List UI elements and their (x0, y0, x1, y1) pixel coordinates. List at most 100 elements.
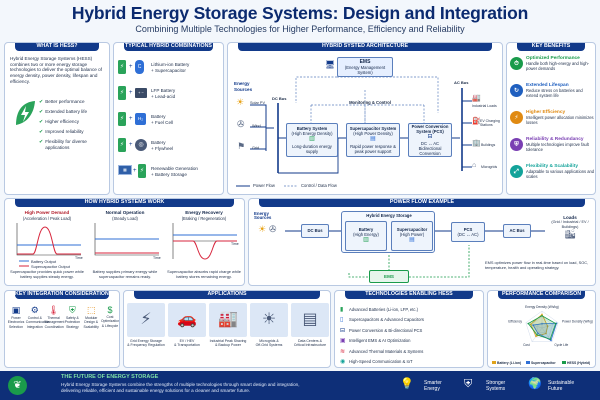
globe-icon: 🌍 (528, 378, 542, 390)
wifi-icon: ◉ (340, 359, 346, 366)
battery-rack-icon: ▥ (309, 136, 315, 143)
plus-icon: + (129, 142, 133, 148)
battery-system-sub: (High Energy Density) (291, 131, 333, 137)
integration-line: Selection (9, 324, 23, 329)
integration-line: Power (11, 316, 21, 320)
benefit-title: Flexibility & Scalability (526, 164, 578, 169)
leaf-icon: ❦ (8, 376, 27, 395)
radar-axis-label: Power Density (W/kg) (562, 320, 593, 324)
technologies-panel: TECHNOLOGIES ENABLING HESS ▮Advanced Bat… (334, 290, 484, 368)
integration-line: Protection (64, 320, 81, 325)
ems-note: EMS optimizes power flow in real-time ba… (485, 260, 589, 270)
capacitor-icon: ▯ (340, 317, 344, 324)
integration-heading: KEY INTEGRATION CONSIDERATIONS (15, 291, 109, 299)
technology-label: Power Conversion & Bi-directional PCS (349, 327, 423, 333)
combination-line2: + Fuel Cell (151, 119, 174, 125)
plus-icon: + (129, 116, 133, 122)
radar-point (554, 322, 557, 325)
flow-pcs-sub: (DC ↔ AC) (457, 232, 479, 237)
thermal-icon: ≋ (340, 348, 346, 355)
radar-legend-swatch (526, 361, 530, 364)
radar-point (550, 339, 552, 342)
chart-caption: Battery supplies primary energy while su… (92, 269, 158, 279)
integration-line: Electronics (7, 320, 25, 325)
benefit-title: Extended Lifespan (526, 83, 569, 88)
chart-subtitle: (Braking / Regeneration) (181, 216, 227, 221)
flow-ac-bus-label: AC Bus (509, 228, 525, 234)
check-icon: ✔ (39, 99, 44, 105)
supercapacitor-icon: ▤ (409, 237, 415, 244)
application-line: Grid Energy Storage (130, 339, 162, 343)
integration-line: Modular (85, 316, 98, 320)
building-icon: 🏢 (472, 140, 481, 147)
wind-turbine-icon: ✇ (269, 224, 277, 234)
application-line: Data Centers & (298, 339, 322, 343)
city-icon: 🏙 (564, 229, 576, 240)
combination-line2: + Battery Storage (151, 171, 187, 177)
load-line (462, 100, 472, 168)
flow-ems-label: EMS (384, 273, 394, 279)
footer-banner: ❦ THE FUTURE OF ENERGY STORAGE Hybrid En… (0, 371, 600, 400)
benefit-desc: Handle both high-energy and high-power d… (526, 61, 590, 72)
cost-icon: $ (107, 305, 113, 315)
power-flow-connectors (285, 230, 545, 278)
thermometer-icon: 🌡 (47, 305, 60, 315)
pcs-box: Power Conversion System (PCS)⊟DC ↔ AC Bi… (408, 123, 452, 157)
flow-battery-sub: (High Energy) (353, 232, 379, 238)
lfp-battery-icon: ⚡ (118, 86, 126, 100)
ev-charger-icon: ⛽ (472, 118, 481, 125)
fuel-cell-icon: H₂ (135, 113, 146, 125)
chart-axes (94, 223, 159, 256)
load-label: Industrial Loads (472, 104, 497, 108)
benefit-desc: Multiple technologies improve fault tole… (526, 142, 589, 153)
radar-legend-label: Supercapacitor (531, 361, 556, 365)
combination-line2: + Flywheel (151, 145, 174, 151)
solar-label: Solar PV (250, 101, 265, 105)
load-label: EV Charging Stations (480, 119, 500, 128)
radar-series-polygon (527, 315, 557, 340)
footer-pillar: Sustainable Future (548, 380, 575, 392)
ems-box: EMS(Energy Management System) (337, 57, 393, 77)
comparison-heading: PERFORMANCE COMPARISON (498, 291, 585, 299)
monitoring-label: Monitoring & Control (349, 100, 391, 105)
lifespan-icon: ↻ (510, 84, 523, 97)
monitor-icon: 🖥 (325, 60, 336, 69)
plus-icon: + (129, 64, 133, 70)
benefit-row: ✔Improved reliability (39, 129, 109, 139)
pcs-title: Power Conversion System (PCS) (411, 123, 449, 134)
application-item: 🏭Industrial Peak Shaving& Backup Power (209, 303, 247, 348)
benefit-text: Flexibility for diverse applications (45, 139, 87, 150)
technology-item: ≋Advanced Thermal Materials & Systems (340, 346, 483, 357)
leaf-bolt-icon (13, 98, 37, 128)
technology-item: ▣Intelligent EMS & AI Optimization (340, 336, 483, 347)
battery-icon: ⚡ (118, 60, 126, 74)
flow-supercapacitor: Supercapacitor(High Power)▤ (391, 221, 433, 251)
technologies-list: ▮Advanced Batteries (Li-ion, LFP, etc.) … (340, 304, 483, 367)
inverter-icon: ⊟ (427, 133, 433, 140)
check-icon: ✔ (39, 109, 44, 115)
check-icon: ✔ (39, 119, 44, 125)
flow-battery-label: Battery (358, 227, 374, 233)
check-icon: ✔ (39, 139, 44, 145)
flow-sources-label: Energy Sources (254, 211, 272, 221)
check-icon: ✔ (39, 129, 44, 135)
plus-icon: + (129, 90, 133, 96)
cube-icon: ⬚ (86, 305, 96, 315)
what-is-benefits: ✔Better performance ✔Extended battery li… (39, 99, 109, 153)
shield-icon: ⛨ (510, 138, 523, 151)
application-item: 🚗EV / HEV& Transportation (168, 303, 206, 348)
what-is-panel: WHAT IS HESS? Hybrid Energy Storage Syst… (4, 42, 110, 195)
supercapacitor-icon: C (135, 60, 144, 74)
radar-point (546, 325, 549, 327)
scalability-icon: ⤢ (510, 165, 523, 178)
chart-subtitle: (Steady Load) (112, 216, 138, 221)
footer-pillar: Stronger Systems (486, 380, 506, 392)
wind-label: Wind (252, 124, 261, 128)
technology-label: Supercapacitors & Advanced Capacitors (349, 317, 424, 323)
mode-chart-peak (16, 223, 81, 256)
wind-turbine-icon: ✇ (237, 119, 245, 129)
chart-title: Normal Operation (105, 210, 145, 215)
